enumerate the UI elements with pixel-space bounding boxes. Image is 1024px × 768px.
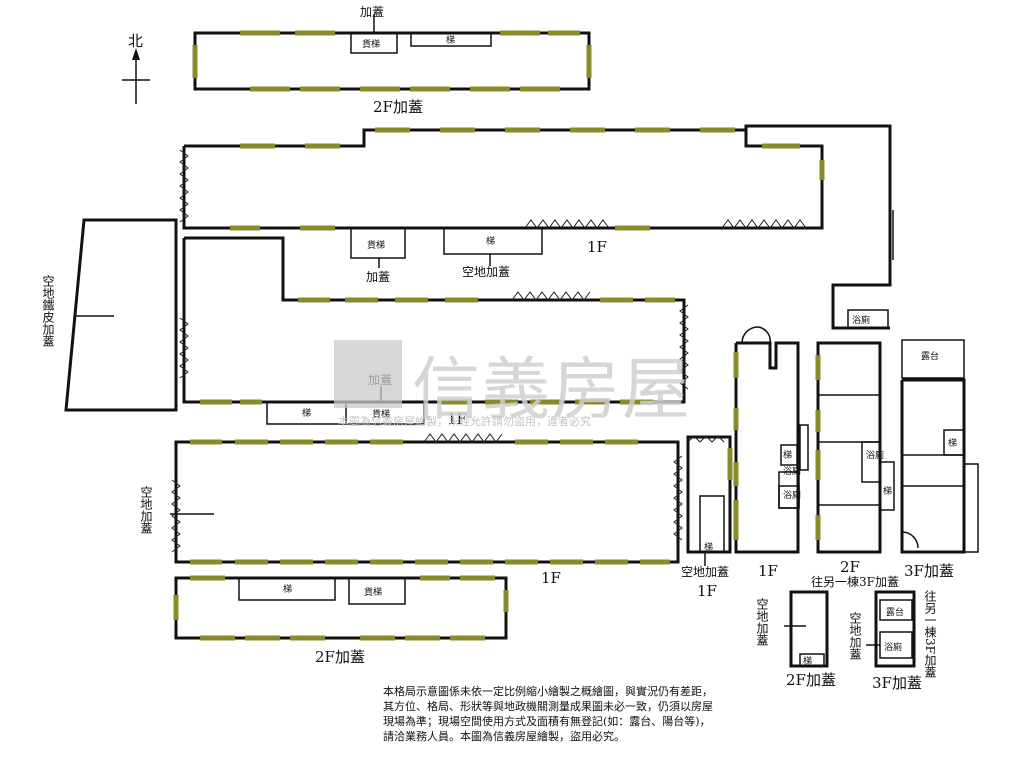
north-arrow: 北: [122, 32, 150, 104]
label-stairs-2f: 梯: [883, 485, 892, 497]
label-2f-addition-bottom: 2F加蓋: [315, 648, 365, 666]
label-vacant-addition-narrow: 空地加蓋: [681, 565, 729, 579]
label-stairs-small-2f: 梯: [803, 655, 812, 667]
label-bath-r1: 浴廁: [852, 314, 870, 326]
label-stairs-r2: 梯: [302, 407, 311, 419]
label-stairs-narrow: 梯: [704, 541, 713, 553]
north-label: 北: [128, 32, 143, 50]
label-vacant-addition-r1: 空地加蓋: [462, 265, 510, 279]
label-2f: 2F: [840, 558, 860, 576]
label-stairs-top: 梯: [446, 34, 455, 46]
label-bath-1f-b: 浴廁: [783, 489, 801, 501]
label-addition-top: 加蓋: [360, 5, 384, 19]
label-vacant-addition-small: 空地加蓋: [755, 598, 769, 646]
label-bath-1f-a: 浴廁: [783, 465, 801, 477]
label-stairs-b: 梯: [283, 583, 292, 595]
label-freight-r1: 貨梯: [367, 239, 385, 251]
building-2f: [815, 341, 895, 554]
label-stairs-3f: 梯: [948, 437, 957, 449]
building-1f-bath: [733, 326, 809, 554]
watermark-brand: 信義房屋: [412, 351, 693, 430]
label-bath-2f: 浴廁: [866, 449, 884, 461]
building-narrow-addition: [686, 435, 733, 566]
label-freight-b: 貨梯: [364, 586, 382, 598]
label-2f-addition-top: 2F加蓋: [373, 98, 423, 116]
building-3f: [900, 339, 979, 554]
building-iron-addition: [64, 218, 178, 412]
building-1f-row2: [179, 236, 689, 425]
label-stairs-r1: 梯: [486, 235, 495, 247]
building-small-2f: [784, 590, 829, 668]
label-freight-r2: 貨梯: [372, 408, 390, 420]
label-freight-top: 貨梯: [362, 38, 380, 50]
label-stairs-1f-bath: 梯: [783, 449, 792, 461]
building-1f-row3: [170, 433, 683, 565]
label-vacant-addition-r3: 空地加蓋: [139, 486, 153, 534]
watermark-notice: 本圖為信義房屋繪製，未經允許請勿盜用，違者必究: [338, 415, 591, 428]
label-vacant-iron-addition: 空地鐵皮加蓋: [41, 275, 55, 347]
label-1f-r3: 1F: [541, 569, 561, 587]
label-to-other-building-small: 往另一棟3F加蓋: [923, 589, 937, 678]
label-2f-addition-small: 2F加蓋: [786, 671, 836, 689]
label-balcony-3f: 露台: [921, 350, 939, 362]
label-addition-r1: 加蓋: [366, 270, 390, 284]
label-3f-addition: 3F加蓋: [904, 562, 954, 580]
building-bottom-2f: [173, 575, 509, 641]
label-1f-bath: 1F: [758, 562, 778, 580]
label-bath-small-3f: 浴廁: [884, 641, 902, 653]
label-to-other-building: 往另一棟3F加蓋: [811, 574, 899, 589]
label-3f-addition-small: 3F加蓋: [872, 674, 922, 692]
label-vacant-addition-small-3f: 空地加蓋: [848, 612, 862, 660]
label-1f-r2: 1F: [447, 410, 467, 428]
building-1f-row1: [179, 124, 894, 330]
label-1f-r1: 1F: [587, 238, 607, 256]
watermark-logo: [334, 340, 402, 408]
label-balcony-small: 露台: [886, 606, 904, 618]
label-1f-narrow: 1F: [697, 582, 717, 600]
building-small-3f: [866, 590, 916, 668]
building-top-2f: [192, 14, 592, 92]
disclaimer-text: 本格局示意圖係未依一定比例縮小繪製之概繪圖，與實況仍有差距，其方位、格局、形狀等…: [383, 685, 713, 743]
